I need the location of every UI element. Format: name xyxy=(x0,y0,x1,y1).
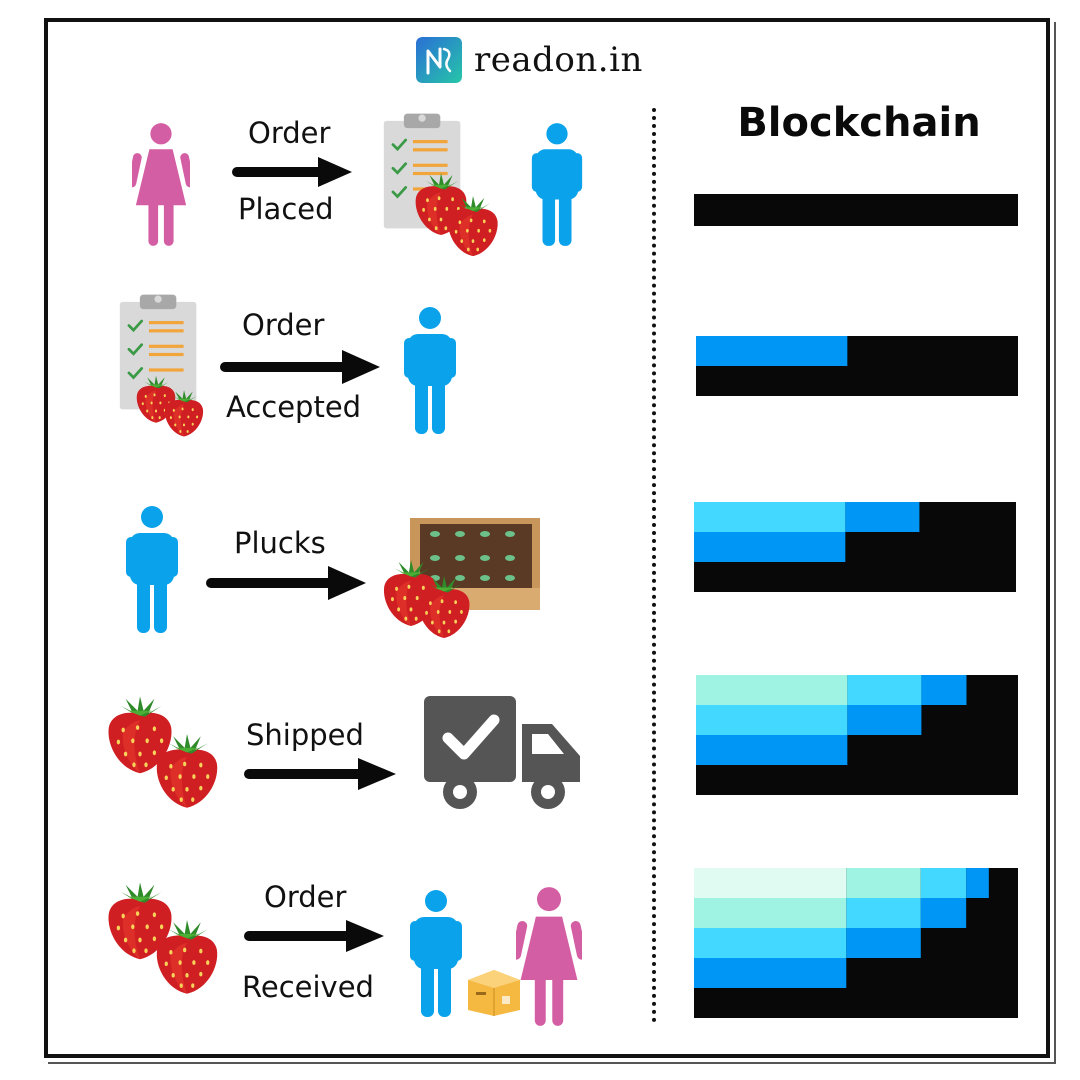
step-2-bottom-label: Accepted xyxy=(226,390,361,424)
block xyxy=(696,675,847,705)
block xyxy=(696,705,847,735)
woman-icon xyxy=(132,122,190,248)
block xyxy=(696,735,847,765)
package-icon xyxy=(464,966,522,1016)
arrow-icon xyxy=(244,756,398,792)
step-5-bottom-label: Received xyxy=(242,970,374,1004)
readon-logo-icon xyxy=(416,37,462,83)
brand-header: readon.in xyxy=(416,36,643,84)
block xyxy=(846,898,921,928)
clipboard-strawberry-icon xyxy=(118,292,212,438)
man-icon xyxy=(406,882,466,1026)
block xyxy=(921,898,966,928)
block xyxy=(846,868,921,898)
strawberry-farm-icon xyxy=(380,514,542,640)
strawberries-icon xyxy=(104,882,228,996)
man-icon xyxy=(528,122,586,248)
block xyxy=(694,194,1018,226)
blockchain-stack-3 xyxy=(694,502,1016,592)
brand-name: readon.in xyxy=(474,40,643,80)
block xyxy=(846,928,921,958)
woman-icon xyxy=(516,886,582,1028)
step-1-bottom-label: Placed xyxy=(238,192,334,226)
step-3-top-label: Plucks xyxy=(234,526,326,560)
clipboard-strawberry-icon xyxy=(382,106,504,256)
block xyxy=(847,675,921,705)
step-2-top-label: Order xyxy=(242,308,324,342)
blockchain-stack-2 xyxy=(696,336,1018,396)
block xyxy=(694,502,845,532)
blockchain-title: Blockchain xyxy=(700,100,1018,146)
blockchain-stack-4 xyxy=(696,675,1018,795)
block xyxy=(847,705,921,735)
block xyxy=(694,958,846,988)
block xyxy=(694,898,846,928)
block xyxy=(694,868,846,898)
delivery-truck-icon xyxy=(424,696,582,810)
arrow-icon xyxy=(244,918,386,954)
step-4-top-label: Shipped xyxy=(246,718,364,752)
block xyxy=(694,532,845,562)
dotted-divider xyxy=(652,108,656,1023)
arrow-icon xyxy=(206,564,368,602)
block xyxy=(694,928,846,958)
man-icon xyxy=(122,502,182,638)
block xyxy=(966,868,989,898)
strawberries-icon xyxy=(104,696,228,810)
man-icon xyxy=(400,304,460,438)
arrow-icon xyxy=(232,155,354,189)
block xyxy=(845,502,919,532)
step-5-top-label: Order xyxy=(264,880,346,914)
blockchain-stack-1 xyxy=(694,194,1018,226)
block xyxy=(921,868,966,898)
blockchain-stack-5 xyxy=(694,868,1018,1018)
step-1-top-label: Order xyxy=(248,116,330,150)
block xyxy=(921,675,966,705)
block xyxy=(696,336,847,366)
arrow-icon xyxy=(220,348,382,386)
